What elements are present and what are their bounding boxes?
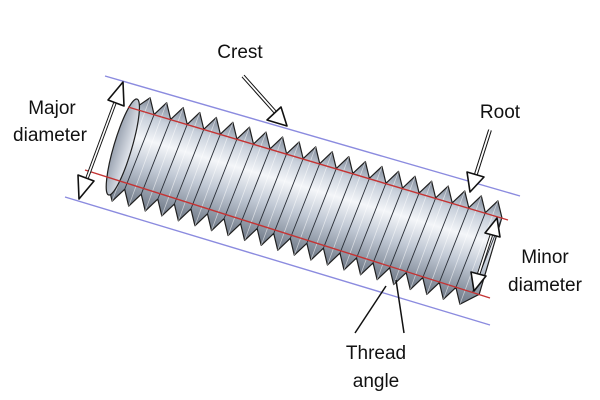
thread-crest-highlight [393,181,432,285]
thread-crest-highlight [343,166,383,271]
major-diameter-label-line1: Major [28,98,76,119]
thread-crest-highlight [194,122,234,226]
thread-crest-highlight [227,131,267,236]
thread-root-line [422,202,453,278]
thread-crest-highlight [211,127,250,231]
thread-root-line [273,158,304,234]
thread-crest-highlight [376,176,416,280]
thread-root-line [306,168,337,244]
thread-root-line [372,188,403,264]
thread-angle-pointer-lines-icon [354,279,405,334]
crest-pointer-arrow-icon [241,74,288,127]
thread-root-line [207,138,238,214]
thread-root-line [190,134,221,210]
root-label: Root [480,102,521,123]
major-diameter-label-line2: diameter [13,125,88,146]
thread-crest-highlight [178,117,217,221]
thread-crest-highlight [360,171,399,275]
thread-root-line [240,148,271,224]
thread-root-line [173,129,205,205]
major-diameter-line-bottom [64,196,491,326]
thread-root-line [356,183,387,259]
minor-diameter-line-top [127,106,509,221]
bolt-left-end [105,98,141,196]
thread-root-line [438,207,470,283]
minor-diameter-arrow-icon [470,217,501,292]
thread-root-line [455,212,486,288]
minor-diameter-label-line2: diameter [508,275,583,296]
thread-root-line [157,124,188,200]
crest-label: Crest [217,42,263,63]
minor-diameter-line-bottom [84,169,491,299]
thread-root-line [124,114,155,190]
thread-crest-highlight [442,195,482,300]
thread-root-line [140,119,172,195]
thread-root-line [405,197,437,273]
thread-angle-label-line2: angle [353,371,400,392]
thread-root-line [223,143,254,219]
thread-crest-highlight [144,107,184,212]
major-diameter-line-top [104,75,521,197]
thread-root-line [389,192,420,268]
thread-root-line [322,173,354,249]
thread-crest-highlight [327,161,366,266]
threaded-bolt [105,97,503,305]
thread-crest-highlight [426,190,466,295]
major-diameter-arrow-icon [77,81,125,200]
thread-crest-highlight [244,136,283,241]
thread-crest-highlight [459,200,499,305]
thread-root-line [256,153,288,229]
thread-root-line [339,178,370,254]
minor-diameter-label-line1: Minor [521,247,569,268]
thread-root-line [289,163,321,239]
thread-crest-highlight [161,112,201,217]
thread-angle-label-line1: Thread [346,343,406,364]
thread-crest-highlight [128,102,168,207]
thread-crest-highlight [409,185,449,290]
root-pointer-arrow-icon [466,129,492,193]
